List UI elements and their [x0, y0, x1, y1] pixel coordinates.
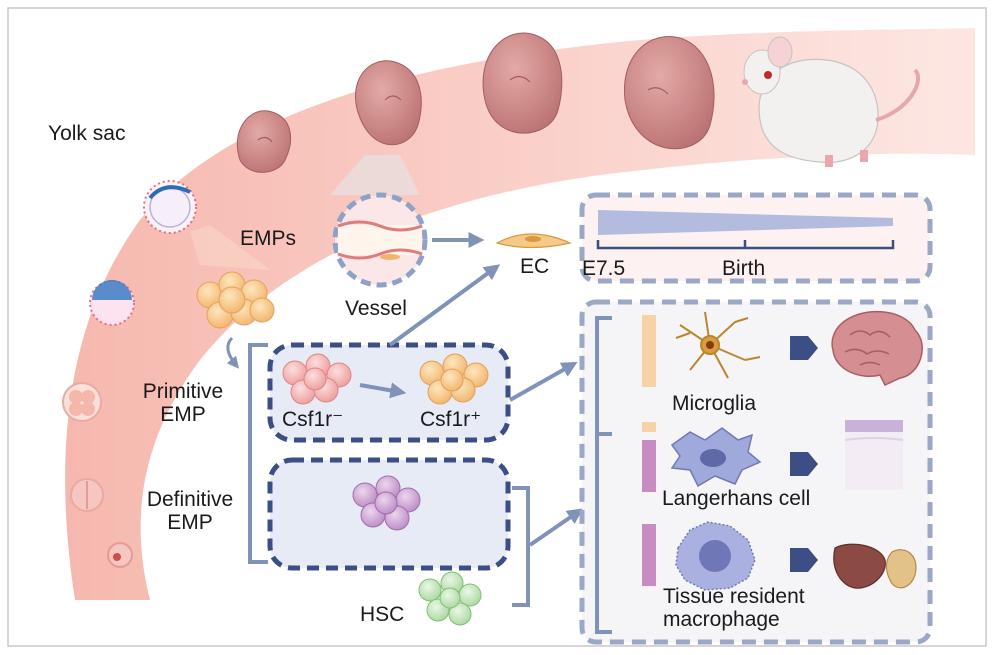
- emp-arrow: [226, 336, 240, 369]
- skin-icon: [844, 420, 904, 490]
- embryo-icon: [62, 382, 133, 568]
- embryo-detail: [257, 75, 669, 143]
- timeline-start-label: E7.5: [582, 257, 626, 280]
- csf1r-plus-label: Csf1r⁺: [420, 408, 482, 431]
- timeline-birth-label: Birth: [722, 257, 766, 280]
- timeline-wedge: [598, 210, 893, 235]
- brain-icon: [831, 311, 923, 386]
- tissue-line2: macrophage: [663, 608, 780, 632]
- langerhans-bar-top: [642, 422, 656, 432]
- macrophage-bracket: [595, 316, 612, 634]
- yolk-sac-band: [65, 28, 975, 600]
- langerhans-arrowhead: [790, 452, 818, 476]
- microglia-cell-icon: [675, 311, 761, 379]
- definitive-emp-cells: [352, 475, 421, 531]
- definitive-emp-label: Definitive EMP: [130, 488, 250, 534]
- hsc-cells: [418, 571, 482, 626]
- microglia-label: Microglia: [672, 392, 757, 415]
- endothelial-cell-icon: [495, 233, 572, 249]
- macrophage-icon: [675, 521, 756, 591]
- vessel-label: Vessel: [345, 297, 407, 320]
- csf1r-minus-cells: [282, 353, 352, 405]
- tissue-macrophage-label: Tissue resident macrophage: [663, 585, 805, 631]
- ec-arrow: [388, 264, 501, 347]
- tissue-bar: [642, 524, 656, 586]
- zoom-wedge: [190, 225, 270, 270]
- csf1r-plus-cells: [419, 353, 489, 405]
- liver-icon: [833, 543, 917, 589]
- tissue-line1: Tissue resident: [663, 585, 805, 608]
- embryo-icon: [236, 32, 715, 173]
- definitive-emp-line1: Definitive: [146, 488, 234, 511]
- langerhans-label: Langerhans cell: [662, 487, 811, 510]
- emp-cluster: [196, 271, 275, 329]
- mouse-icon: [742, 36, 921, 167]
- blastocyst-icon: [89, 180, 197, 326]
- definitive-bracket: [512, 486, 530, 607]
- definitive-arrow: [528, 508, 584, 547]
- csf1r-minus-label: Csf1r⁻: [282, 408, 344, 431]
- csf1r-arrow: [359, 382, 407, 399]
- microglia-bar: [642, 315, 656, 387]
- timeline-axis: [596, 240, 895, 250]
- hsc-label: HSC: [360, 603, 405, 626]
- definitive-emp-line2: EMP: [167, 511, 213, 535]
- primitive-emp-line2: EMP: [160, 403, 206, 427]
- emp-bracket: [248, 343, 268, 564]
- langerhans-bar: [642, 440, 656, 492]
- langerhans-cell-icon: [670, 427, 762, 488]
- vessel-zoom-wedge: [330, 155, 420, 195]
- emps-label: EMPs: [240, 227, 297, 250]
- microglia-arrowhead: [790, 336, 818, 360]
- primitive-emp-line1: Primitive: [142, 380, 224, 403]
- ec-label: EC: [520, 255, 550, 278]
- yolk-sac-label: Yolk sac: [48, 122, 126, 145]
- primitive-emp-label: Primitive EMP: [128, 380, 238, 426]
- vessel-icon: [332, 192, 428, 288]
- primitive-arrow: [509, 361, 578, 402]
- tissue-arrowhead: [790, 548, 818, 572]
